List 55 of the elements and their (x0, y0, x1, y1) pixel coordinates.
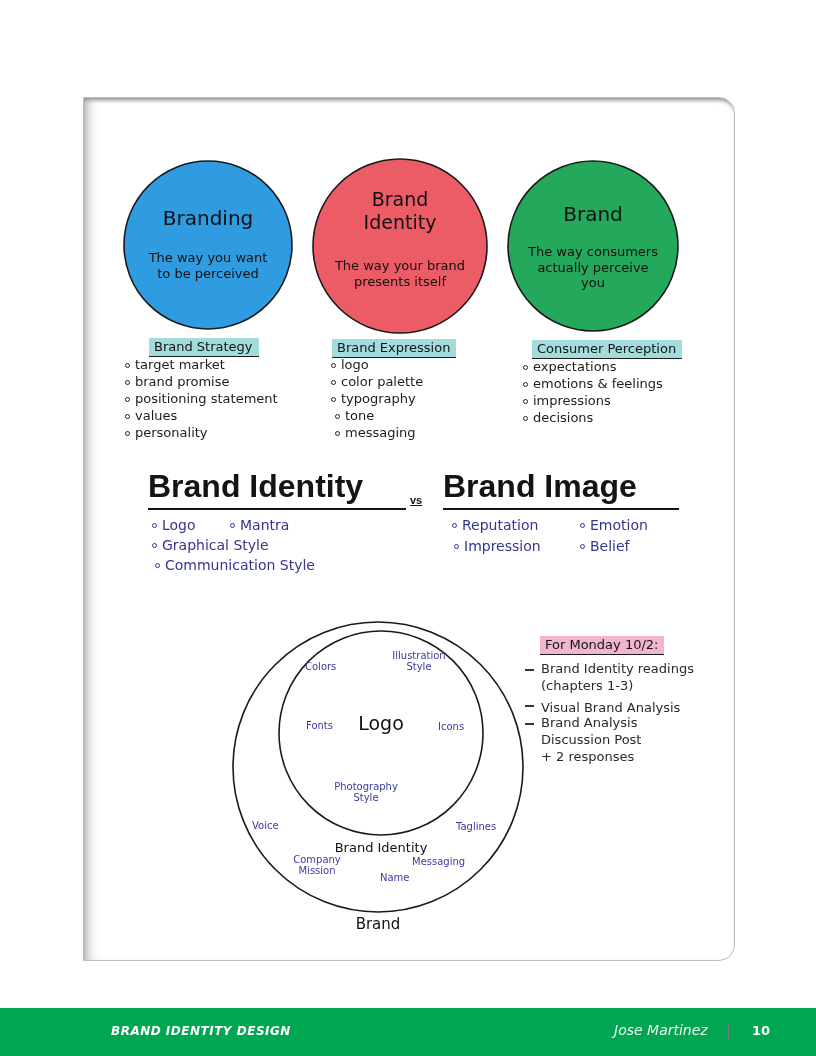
list-item: Mantra (240, 517, 290, 533)
list-item: decisions (533, 410, 594, 425)
concept-circle (312, 158, 488, 334)
section-heading: Brand Image (443, 468, 679, 510)
diagram-label: Company Mission (292, 854, 342, 876)
list-item: emotions & feelings (533, 376, 663, 391)
list-item: Reputation (462, 517, 539, 533)
circle-description: The way consumers actually perceive you (527, 244, 659, 291)
list-item: typography (341, 391, 416, 406)
highlighted-heading: Brand Strategy (149, 338, 259, 357)
center-label: Logo (358, 712, 404, 735)
diagram-label: Colors (305, 661, 337, 672)
circle-title: Brand (563, 202, 623, 226)
list-item: color palette (341, 374, 424, 389)
diagram-label: Fonts (306, 720, 333, 731)
list-item: Graphical Style (162, 537, 269, 553)
circle-title: Branding (162, 206, 254, 230)
list-item: target market (135, 357, 225, 372)
diagram-label: Taglines (456, 821, 497, 832)
section-heading: Brand Identity (148, 468, 406, 510)
list-item: messaging (345, 425, 416, 440)
list-item: personality (135, 425, 208, 440)
diagram-label: Photography Style (333, 781, 399, 803)
list-item: Logo (162, 517, 196, 533)
note-item: Brand Analysis Discussion Post + 2 responses (541, 715, 643, 766)
concept-circle (123, 160, 293, 330)
list-item: Belief (590, 538, 630, 554)
circle-label: Brand Identity (334, 840, 428, 855)
note-item: Brand Identity readings (chapters 1-3) (541, 661, 695, 695)
list-item: values (135, 408, 178, 423)
list-item: tone (345, 408, 375, 423)
vs-label: vs (410, 494, 423, 506)
list-item: brand promise (135, 374, 230, 389)
list-item: logo (341, 357, 369, 372)
note-item: Visual Brand Analysis (541, 700, 681, 717)
diagram-label: Icons (438, 721, 465, 732)
list-item: expectations (533, 359, 617, 374)
circle-label: Brand (355, 915, 401, 933)
diagram-label: Name (380, 872, 410, 883)
highlighted-heading: Brand Expression (332, 339, 457, 358)
page-number: 10 (752, 1023, 771, 1038)
concept-circle (507, 160, 679, 332)
list-item: Impression (464, 538, 541, 554)
list-item: Emotion (590, 517, 648, 533)
circle-description: The way you want to be perceived (147, 250, 269, 282)
list-item: positioning statement (135, 391, 278, 406)
diagram-label: Illustration Style (391, 650, 447, 672)
list-item: impressions (533, 393, 611, 408)
circle-title: Brand Identity (362, 188, 438, 234)
highlighted-heading: Consumer Perception (532, 340, 683, 359)
list-item: Communication Style (165, 557, 315, 573)
highlighted-heading: For Monday 10/2: (540, 636, 665, 655)
diagram-label: Messaging (412, 856, 466, 867)
circle-description: The way your brand presents itself (333, 258, 467, 290)
footer-title: BRAND IDENTITY DESIGN (111, 1024, 291, 1038)
